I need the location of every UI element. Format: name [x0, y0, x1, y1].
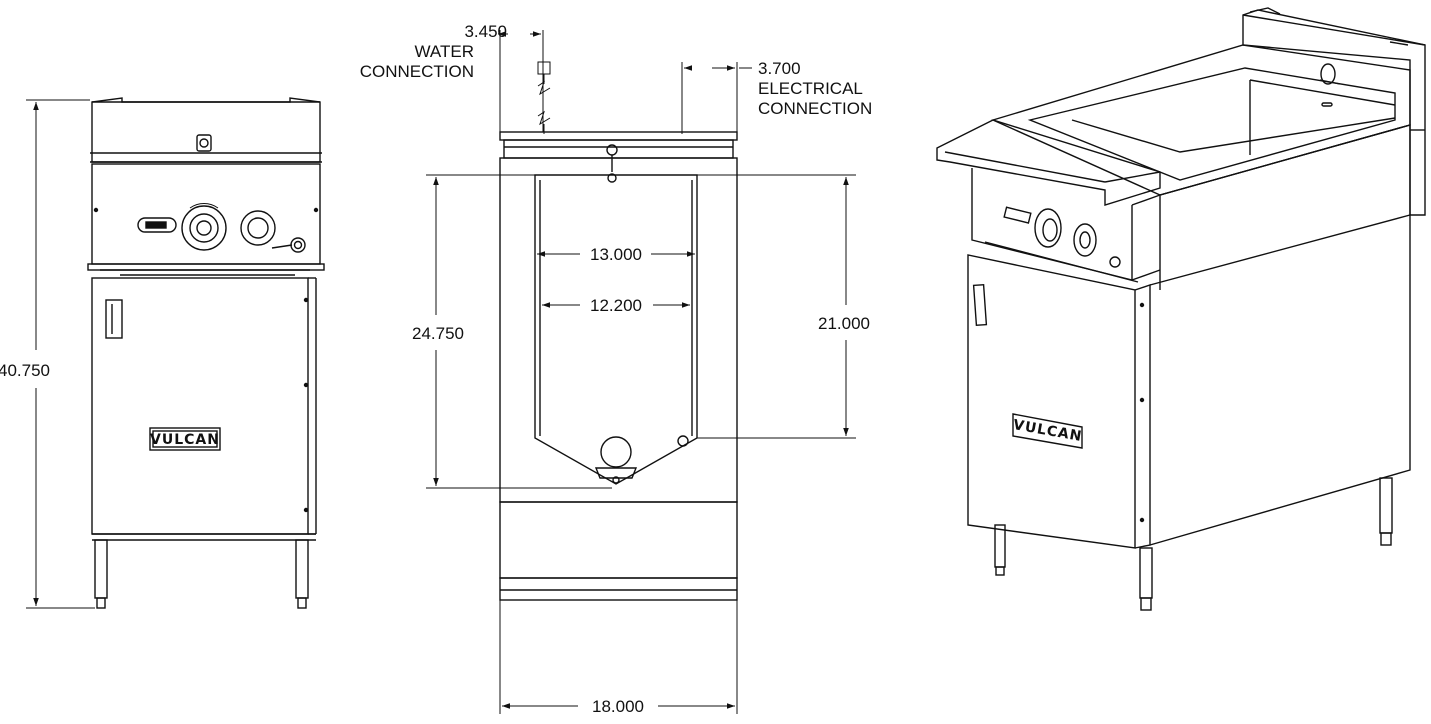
water-connection-label-1: WATER [415, 42, 475, 61]
dim-water-offset-label: 3.450 [464, 22, 507, 41]
dim-tank-inner-depth [697, 174, 856, 439]
dim-overall-height [26, 99, 95, 609]
dim-tank-outer-width-label: 13.000 [590, 245, 642, 264]
water-connection-leader [498, 30, 551, 134]
front-view [26, 97, 325, 609]
water-connection-label-2: CONNECTION [360, 62, 474, 81]
dim-overall-height-label: 40.750 [0, 361, 50, 380]
dim-overall-width [499, 600, 738, 714]
front-brand-label: VULCAN [150, 432, 220, 448]
iso-brand-label: VULCAN [1012, 417, 1084, 445]
dim-overall-width-label: 18.000 [592, 697, 644, 716]
electrical-connection-label-1: ELECTRICAL [758, 79, 863, 98]
dim-tank-inner-depth-label: 21.000 [818, 314, 870, 333]
isometric-view [936, 7, 1426, 611]
electrical-connection-leader [681, 62, 752, 134]
dim-electrical-offset-label: 3.700 [758, 59, 801, 78]
electrical-connection-label-2: CONNECTION [758, 99, 872, 118]
dim-tank-outer-depth-label: 24.750 [412, 324, 464, 343]
top-view [426, 30, 856, 714]
dim-tank-inner-width-label: 12.200 [590, 296, 642, 315]
dim-tank-outer-depth [426, 174, 612, 489]
